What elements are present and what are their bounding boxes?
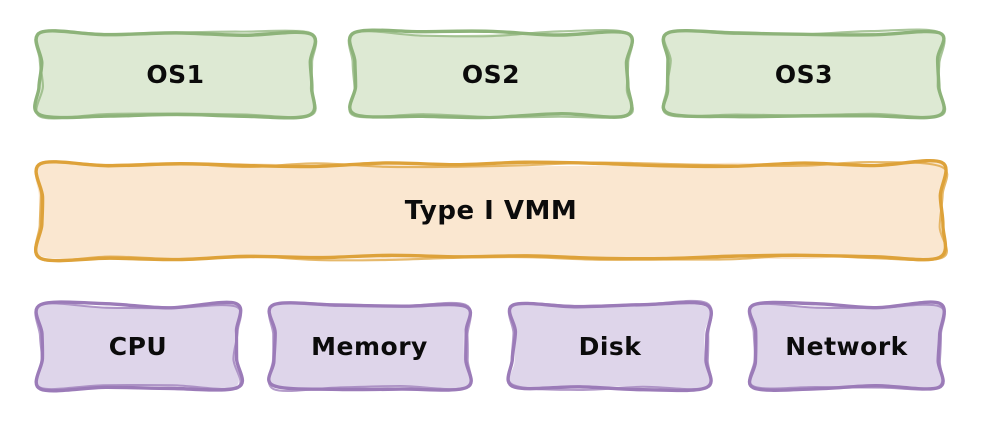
node-os2-label: OS2	[461, 60, 521, 89]
node-network-sketch-outline	[747, 300, 946, 392]
node-disk-label: Disk	[578, 332, 642, 361]
node-os3: OS3	[661, 28, 947, 120]
node-cpu-label: CPU	[108, 332, 168, 361]
node-os1: OS1	[33, 29, 318, 120]
node-memory-label: Memory	[311, 332, 428, 361]
node-memory-sketch-outline	[267, 301, 473, 392]
node-disk-sketch-outline	[506, 299, 713, 393]
node-cpu: CPU	[34, 300, 245, 393]
node-os1-sketch-outline	[33, 29, 318, 120]
node-os1-label: OS1	[146, 60, 205, 89]
node-memory: Memory	[267, 301, 473, 392]
node-cpu-sketch-outline	[34, 300, 245, 393]
node-os3-sketch-outline	[661, 28, 947, 120]
node-disk: Disk	[506, 299, 713, 393]
node-network-label: Network	[785, 332, 908, 361]
node-os3-label: OS3	[774, 60, 834, 89]
node-os2-sketch-outline	[347, 28, 634, 120]
node-network: Network	[747, 300, 946, 392]
node-vmm: Type I VMM	[34, 158, 949, 263]
node-vmm-sketch-outline	[34, 158, 949, 263]
node-vmm-label: Type I VMM	[404, 196, 578, 226]
node-os2: OS2	[347, 28, 634, 120]
